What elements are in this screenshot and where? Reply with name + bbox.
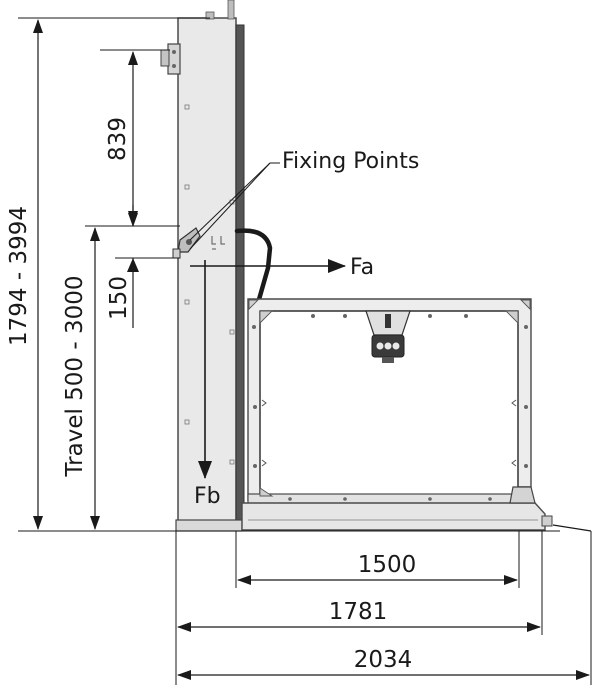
fixing-points-label: Fixing Points — [282, 149, 419, 174]
ramp-bracket — [509, 486, 536, 504]
mast — [160, 0, 245, 532]
control-panel-icon — [365, 310, 411, 363]
hose — [234, 228, 273, 306]
fixing-bracket-icon — [172, 227, 201, 259]
mast-foot — [175, 519, 243, 532]
corner-gussets — [248, 299, 531, 497]
mast-panel — [177, 17, 237, 531]
force-b-label: Fb — [194, 484, 221, 509]
fixing-leader-2 — [189, 162, 271, 250]
side-bumps — [261, 399, 517, 467]
floor-bolts — [288, 497, 492, 501]
mast-holes — [184, 104, 235, 465]
base-width-label: 1781 — [329, 599, 388, 625]
fixing-lower-label: 150 — [106, 276, 132, 320]
fixing-marks — [211, 236, 225, 250]
mast-top-bolt — [227, 0, 235, 20]
force-a-label: Fa — [350, 255, 374, 280]
mast-cap — [205, 11, 215, 20]
dim-150-arrowhead — [127, 258, 139, 272]
mast-guide-rail — [235, 24, 245, 531]
overall-width-label: 2034 — [354, 647, 413, 673]
fixing-upper-label: 839 — [105, 117, 131, 161]
platform — [241, 298, 553, 531]
control-box-icon — [160, 43, 181, 75]
overall-height-label: 1794 - 3994 — [6, 206, 32, 346]
fixing-leader-1 — [189, 162, 271, 241]
ramp-line — [552, 524, 592, 532]
platform-base — [241, 502, 546, 531]
travel-label: Travel 500 - 3000 — [62, 275, 88, 477]
ramp-hinge — [541, 515, 553, 527]
top-rail-bolts — [252, 314, 528, 468]
platform-width-label: 1500 — [358, 552, 417, 578]
